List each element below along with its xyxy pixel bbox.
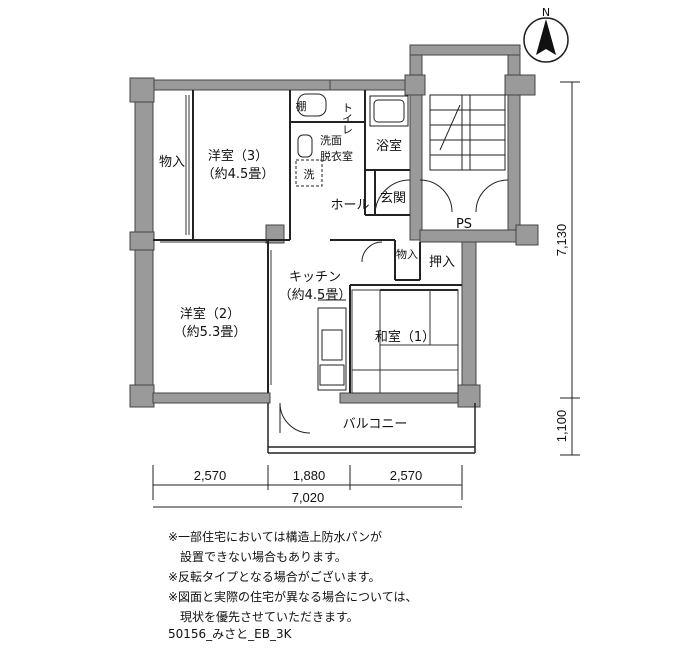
room-shelf: 棚 [296,99,307,113]
note-line: 設置できない場合もあります。 [168,550,347,564]
width-dimension-lines [152,465,463,508]
room-western-3-size: （約4.5畳） [202,167,275,182]
note-line: ※図面と実際の住宅が異なる場合については、 [168,590,418,604]
room-kitchen-name: キッチン [289,270,341,285]
room-western-2-size: （約5.3畳） [174,325,247,340]
room-kitchen-size: （約4.5畳） [279,288,352,303]
room-washroom-line2: 脱衣室 [320,149,353,163]
room-japanese-name: 和室（1） [375,329,435,345]
room-balcony: バルコニー [343,417,408,432]
room-western-2-name: 洋室（2） [180,306,240,322]
room-storage-small: 物入 [396,247,418,261]
stairs [429,94,506,171]
room-entrance: 玄関 [380,191,406,206]
width-part-2: 1,880 [293,468,326,483]
room-toilet-label: トイレ [341,102,354,135]
room-storage-left: 物入 [159,155,185,170]
bathroom-fixtures [295,93,409,187]
closet-doors [160,95,272,385]
room-hall: ホール [330,198,369,213]
kitchen-counter [317,299,347,391]
room-washroom-line1: 洗面 [320,134,342,147]
outer-walls [129,44,539,408]
note-line: ※反転タイプとなる場合がございます。 [168,570,381,584]
note-line: ※一部住宅においては構造上防水パンが [168,530,383,544]
depth-dimension-line [560,81,580,456]
room-closet: 押入 [429,255,455,270]
width-part-3: 2,570 [390,468,423,483]
tatami-layout [351,289,459,394]
door-swings [279,179,509,434]
notes: ※一部住宅においては構造上防水パンが 設置できない場合もあります。 ※反転タイプ… [168,527,417,627]
width-total: 7,020 [292,490,325,505]
room-toilet: トイレ [341,102,354,135]
compass-label: N [542,6,550,19]
width-part-1: 2,570 [194,468,227,483]
room-ps: PS [456,217,472,232]
balcony-outline [267,403,476,454]
room-western-3-name: 洋室（3） [208,148,268,164]
north-compass-icon: N [523,6,569,63]
room-washer: 洗 [304,168,315,181]
plan-code: 50156_みさと_EB_3K [168,627,292,641]
depth-main: 7,130 [554,224,569,257]
room-bath: 浴室 [376,138,402,154]
depth-balcony: 1,100 [554,410,569,443]
note-line: 現状を優先させていただきます。 [168,610,359,624]
